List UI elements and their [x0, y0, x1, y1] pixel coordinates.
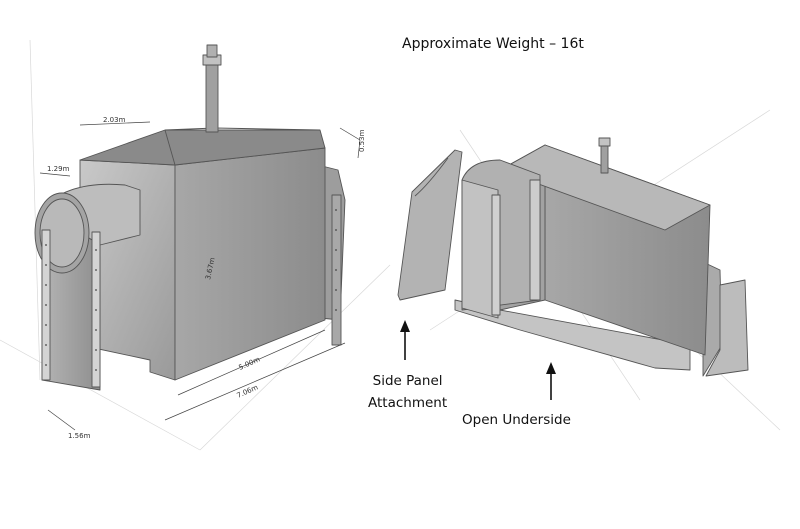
side-panel-label: Side Panel Attachment — [368, 370, 447, 414]
dim-depth: 1.56m — [68, 432, 91, 440]
dim-top-width: 2.03m — [103, 116, 126, 124]
dim-duct-width: 1.29m — [47, 165, 70, 173]
open-underside-label: Open Underside — [462, 412, 571, 428]
flange-rivets — [45, 209, 337, 371]
side-panel-label-line1: Side Panel — [372, 373, 443, 389]
open-underside-skirt — [454, 299, 691, 371]
assembled-hood — [34, 44, 346, 391]
dim-body-length: 5.00m — [238, 355, 262, 371]
side-panel-attachment — [397, 149, 463, 301]
page-title: Approximate Weight – 16t — [402, 36, 584, 52]
dimension-lines — [39, 121, 361, 431]
exploded-hood — [397, 137, 749, 377]
side-panel-label-line2: Attachment — [368, 395, 448, 411]
dim-roof-height: 0.53m — [358, 129, 366, 152]
dim-overall-length: 7.06m — [236, 383, 260, 399]
arrows — [400, 320, 556, 400]
